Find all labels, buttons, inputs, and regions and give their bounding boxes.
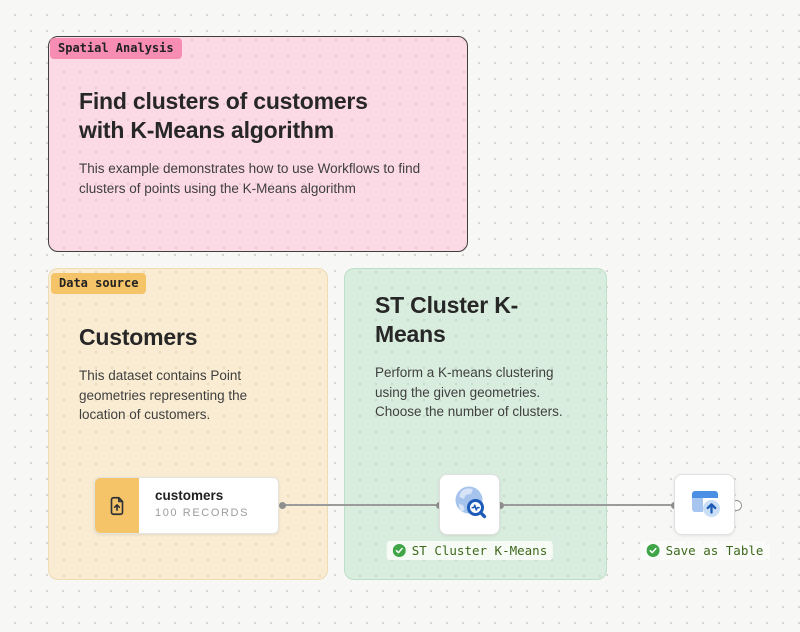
note-description: This dataset contains Point geometries r… [79, 368, 248, 422]
source-node-record-count: 100 RECORDS [155, 507, 250, 519]
note-description: This example demonstrates how to use Wor… [79, 161, 421, 196]
port-customers-output[interactable] [279, 501, 286, 509]
source-node-name: customers [155, 488, 224, 503]
node-label-save-as-table[interactable]: Save as Table [640, 541, 770, 560]
globe-analysis-icon [448, 480, 492, 529]
edge-cluster-to-save [500, 504, 675, 506]
node-st-cluster-kmeans[interactable] [439, 474, 500, 535]
success-check-icon [646, 544, 660, 557]
node-save-as-table[interactable] [674, 474, 735, 535]
success-check-icon [392, 544, 406, 557]
file-upload-icon [95, 478, 139, 533]
note-title: ST Cluster K-Means [375, 292, 519, 347]
edge-customers-to-cluster [282, 504, 440, 506]
note-title: Find clusters of customers with K-Means … [79, 88, 368, 143]
node-label-st-cluster-kmeans[interactable]: ST Cluster K-Means [386, 541, 554, 560]
port-cluster-output[interactable] [496, 501, 504, 509]
table-upload-icon [684, 481, 726, 528]
note-spatial-analysis[interactable]: Spatial Analysis Find clusters of custom… [48, 36, 468, 252]
node-label-text: Save as Table [665, 543, 764, 558]
note-data-source[interactable]: Data source Customers This dataset conta… [48, 268, 328, 580]
spatial-analysis-badge: Spatial Analysis [50, 38, 182, 59]
note-description: Perform a K-means clustering using the g… [375, 365, 563, 419]
note-title: Customers [79, 324, 198, 350]
node-label-text: ST Cluster K-Means [411, 543, 548, 558]
data-source-badge: Data source [51, 273, 147, 294]
node-customers[interactable]: customers 100 RECORDS [94, 477, 279, 534]
